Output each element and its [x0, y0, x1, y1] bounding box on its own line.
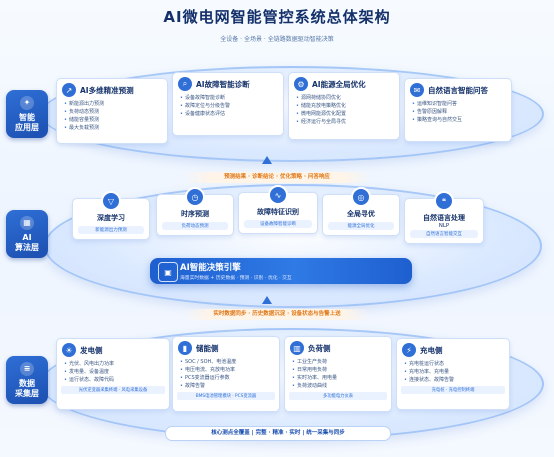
list-item: 告警原因解释 — [412, 108, 507, 116]
list-item: 负荷动态预测 — [64, 108, 163, 116]
list-item: 故障定位与分级告警 — [180, 102, 279, 110]
battery-icon: ▮ — [178, 341, 192, 355]
layer-label-algo: ▦ AI 算法层 — [6, 210, 48, 258]
speech-icon: ❝ — [434, 191, 454, 211]
list-item: 负荷波动曲线 — [292, 382, 387, 390]
data-card-charging[interactable]: ⚡ 充电侧 充电桩运行状态 充电功率、充电量 连接状态、故障告警 充电桩 · 充… — [396, 338, 510, 410]
list-item: 新能源出力预测 — [64, 100, 163, 108]
target-icon: ◎ — [351, 187, 371, 207]
algo-nlp[interactable]: ❝ 自然语言处理 NLP 自然语言智能交互 — [404, 191, 484, 244]
ribbon-bottom: 实时数据同步 · 历史数据沉淀 · 设备状态与告警上送 — [183, 309, 371, 320]
algo-deep-learning[interactable]: ▽ 深度学习 新能源出力预测 — [72, 191, 150, 240]
list-item: 实时功率、用电量 — [292, 374, 387, 382]
database-icon: ≡ — [20, 361, 34, 376]
arrow-up-icon — [262, 296, 272, 304]
list-item: 经济运行与全局寻优 — [296, 118, 395, 126]
algo-fault-recognition[interactable]: ∿ 故障特征识别 设备故障智能诊断 — [238, 185, 318, 234]
algo-global-optimization[interactable]: ◎ 全局寻优 能源全局优化 — [322, 187, 400, 236]
list-item: 设备健康状态评估 — [180, 110, 279, 118]
device-source: 光伏逆变器采集终端 · 风电采集设备 — [61, 386, 165, 394]
data-card-generation[interactable]: ☀ 发电侧 光伏、风电出力功率 发电量、设备温度 运行状态、故障代码 光伏逆变器… — [56, 338, 170, 410]
page-subtitle: 全设备 · 全场景 · 全链路数据驱动智能决策 — [220, 36, 334, 43]
lightbulb-icon: ✦ — [20, 95, 34, 110]
device-source: 多功能电力仪表 — [289, 392, 387, 400]
list-item: 电压电流、充放电功率 — [180, 366, 275, 374]
app-card-qa[interactable]: ✉ 自然语言智能问答 运维知识智能问答 告警原因解释 策略查询与自然交互 — [404, 78, 512, 142]
list-item: 源网荷储协同优化 — [296, 94, 395, 102]
decision-engine[interactable]: ▣ AI智能决策引擎 海量实时数据 + 历史数据 · 预测 · 识别 · 优化 … — [150, 258, 412, 284]
list-item: 故障告警 — [180, 382, 275, 390]
trend-chart-icon: ↗ — [62, 83, 76, 97]
list-item: 发电量、设备温度 — [64, 368, 165, 376]
layer-label-app: ✦ 智能 应用层 — [6, 90, 48, 138]
arrow-up-icon — [262, 156, 272, 164]
building-icon: ▥ — [290, 341, 304, 355]
list-item: 工业生产负荷 — [292, 358, 387, 366]
network-nodes-icon: ⚙ — [294, 77, 308, 91]
data-card-storage[interactable]: ▮ 储能侧 SOC / SOH、电池温度 电压电流、充放电功率 PCS变流器运行… — [172, 336, 280, 412]
data-card-load[interactable]: ▥ 负荷侧 工业生产负荷 日常用电负荷 实时功率、用电量 负荷波动曲线 多功能电… — [284, 336, 392, 412]
page-title: AI微电网智能管控系统总体架构 — [163, 8, 391, 26]
algo-timeseries[interactable]: ◷ 时序预测 负荷动态预测 — [156, 187, 234, 236]
list-item: SOC / SOH、电池温度 — [180, 358, 275, 366]
list-item: 设备故障智能诊断 — [180, 94, 279, 102]
list-item: 光伏、风电出力功率 — [64, 360, 165, 368]
chat-bubble-icon: ✉ — [410, 83, 424, 97]
list-item: PCS变流器运行参数 — [180, 374, 275, 382]
grid-icon: ▦ — [20, 215, 34, 230]
app-card-diagnosis[interactable]: ⌕ AI故障智能诊断 设备故障智能诊断 故障定位与分级告警 设备健康状态评估 — [172, 72, 284, 136]
list-item: 储能充放电策略优化 — [296, 102, 395, 110]
layer-label-data: ≡ 数据 采集层 — [6, 356, 48, 404]
list-item: 微电网能源优化配置 — [296, 110, 395, 118]
list-item: 连接状态、故障告警 — [404, 376, 505, 384]
coverage-banner: 核心测点全覆盖 | 完整 · 精准 · 实时 | 统一采集与同步 — [165, 426, 391, 441]
list-item: 日常用电负荷 — [292, 366, 387, 374]
chip-icon: ▣ — [158, 262, 178, 282]
list-item: 储能容量预测 — [64, 116, 163, 124]
app-card-forecast[interactable]: ↗ AI多维精准预测 新能源出力预测 负荷动态预测 储能容量预测 最大负载预测 — [56, 78, 168, 144]
list-item: 策略查询与自然交互 — [412, 116, 507, 124]
list-item: 最大负载预测 — [64, 124, 163, 132]
clock-icon: ◷ — [185, 187, 205, 207]
list-item: 运维知识智能问答 — [412, 100, 507, 108]
ribbon-top: 预测结果 · 诊断结论 · 优化策略 · 问答响应 — [183, 172, 371, 183]
list-item: 充电功率、充电量 — [404, 368, 505, 376]
list-item: 运行状态、故障代码 — [64, 376, 165, 384]
magnifier-icon: ⌕ — [178, 77, 192, 91]
charging-pile-icon: ⚡ — [402, 343, 416, 357]
waveform-icon: ∿ — [268, 185, 288, 205]
device-source: 充电桩 · 充电控制终端 — [401, 386, 505, 394]
app-card-optimization[interactable]: ⚙ AI能源全局优化 源网荷储协同优化 储能充放电策略优化 微电网能源优化配置 … — [288, 72, 400, 140]
triangle-icon: ▽ — [101, 191, 121, 211]
device-source: BMS电池管理模块 · PCS变流器 — [177, 392, 275, 400]
list-item: 充电桩运行状态 — [404, 360, 505, 368]
solar-panel-icon: ☀ — [62, 343, 76, 357]
